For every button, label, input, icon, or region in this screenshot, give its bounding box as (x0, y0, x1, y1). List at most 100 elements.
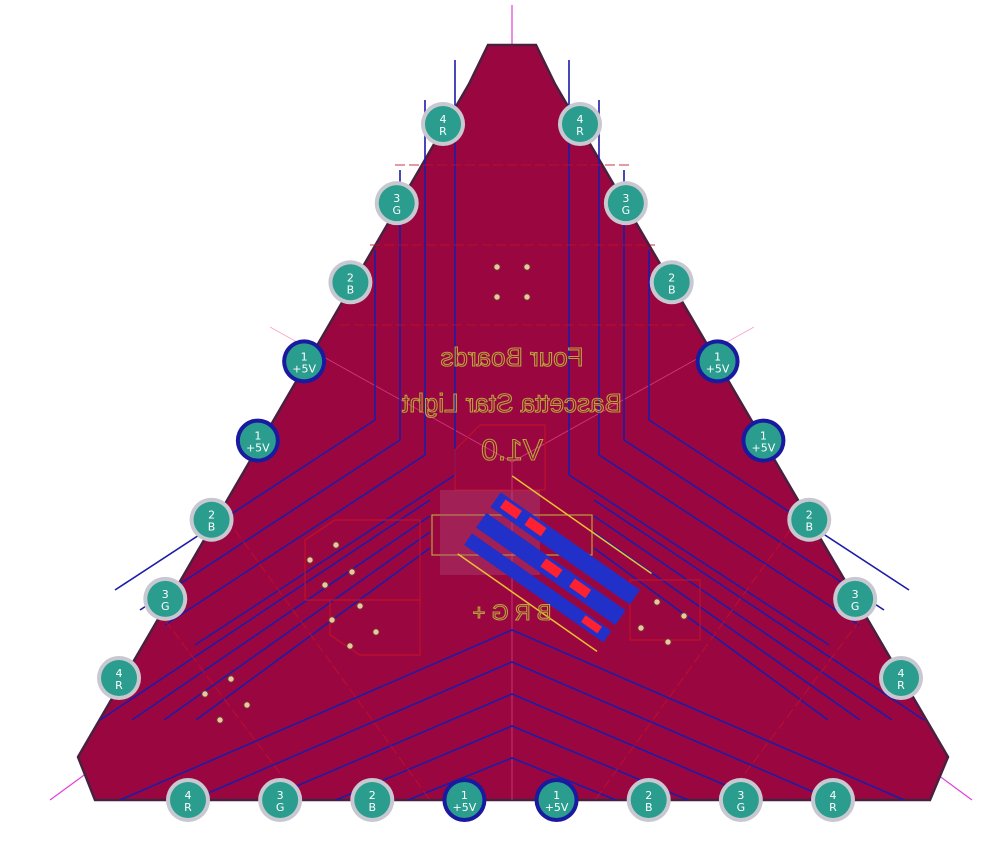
pad-core (193, 501, 230, 538)
edge-pad: 4R (879, 656, 923, 700)
pad-core (699, 343, 736, 380)
pad-number: 2 (806, 509, 813, 522)
edge-pad: 4R (166, 778, 210, 822)
pad-signal: +5V (752, 442, 776, 455)
edge-pads: 4R3G2B1+5V1+5V2B3G4R4R3G2B1+5V1+5V2B3G4R… (97, 102, 923, 822)
trace (623, 170, 885, 611)
pad-number: 2 (347, 271, 354, 284)
board-outline (76, 43, 950, 802)
pad-core (170, 782, 206, 818)
via-hole (243, 701, 251, 709)
via-hole (493, 263, 501, 271)
trace (131, 515, 431, 721)
pad-core (837, 580, 874, 617)
pad-number: 1 (714, 350, 721, 363)
pad-signal: R (897, 679, 905, 692)
footprint-left (304, 519, 421, 601)
pad-signal: B (806, 521, 814, 534)
pad-number: 1 (553, 789, 560, 802)
via-hole (321, 581, 329, 589)
pad-number: 1 (301, 350, 308, 363)
pad-number: 4 (440, 113, 447, 126)
pad-number: 3 (622, 192, 629, 205)
trace (263, 693, 761, 801)
trace (407, 757, 617, 801)
pad-signal: G (276, 801, 285, 814)
via-hole (356, 602, 364, 610)
center-component (431, 475, 652, 652)
pad-core (378, 185, 415, 222)
silk-line-3: V1.0 (481, 434, 543, 467)
edge-pad: 2B (189, 497, 234, 542)
via-hole (306, 556, 314, 564)
pad-signal: G (161, 600, 170, 613)
edge-pad: 1+5V (695, 339, 740, 384)
pad-signal: +5V (246, 442, 270, 455)
pad-core (262, 782, 299, 818)
via-hole (637, 624, 645, 632)
trace (163, 531, 431, 721)
via-hole (680, 612, 688, 620)
pad-number: 2 (668, 271, 675, 284)
pad-core (147, 580, 184, 617)
pad-number: 3 (277, 789, 284, 802)
pad-signal: +5V (545, 801, 569, 814)
via-hole (523, 293, 531, 301)
pad-core (425, 106, 461, 142)
edge-pad: 1+5V (442, 778, 487, 822)
pad-number: 1 (254, 430, 261, 443)
pad-signal: R (576, 125, 584, 138)
via-hole (328, 616, 336, 624)
via-hole (348, 568, 356, 576)
edge-pad: 2B (626, 778, 671, 822)
edge-pad: 4R (558, 102, 602, 146)
edge-pad: 1+5V (534, 778, 579, 822)
trace (195, 547, 431, 721)
pad-core (354, 782, 391, 818)
pad-number: 4 (577, 113, 584, 126)
pad-number: 2 (369, 789, 376, 802)
via-hole (346, 642, 354, 650)
pad-signal: G (392, 204, 401, 217)
edge-pad: 4R (811, 778, 855, 822)
pad-signal: B (645, 801, 653, 814)
pad-core (791, 501, 828, 538)
pad-number: 1 (760, 430, 767, 443)
pad-core (630, 782, 667, 818)
edge-pad: 1+5V (741, 418, 786, 463)
via-holes (201, 263, 688, 724)
pad-core (883, 660, 919, 696)
pad-signal: R (829, 801, 837, 814)
trace (164, 100, 426, 626)
via-hole (523, 263, 531, 271)
pad-signal: B (668, 283, 676, 296)
pad-signal: B (208, 521, 216, 534)
trace (191, 661, 833, 801)
pad-signal: G (622, 204, 631, 217)
trace (335, 725, 689, 801)
edge-pad: 2B (350, 778, 395, 822)
pad-core (607, 185, 644, 222)
edge-pad: 3G (603, 181, 648, 226)
via-hole (332, 541, 340, 549)
footprint-left-lower (329, 599, 421, 656)
trace (119, 629, 905, 801)
pad-number: 4 (898, 667, 905, 680)
edge-pad: 3G (143, 576, 188, 621)
silkscreen: Four Boards Bascetta Star Light V1.0 B R… (401, 341, 623, 625)
pad-signal: R (439, 125, 447, 138)
pad-signal: R (184, 801, 192, 814)
silk-pin-labels: B R G + (473, 600, 552, 625)
edge-pad: 2B (649, 260, 694, 305)
pad-core (745, 422, 782, 459)
via-hole (227, 675, 235, 683)
trace (593, 531, 861, 721)
pad-signal: G (851, 600, 860, 613)
red-construction-lines (164, 164, 861, 801)
pad-signal: +5V (292, 362, 316, 375)
pad-number: 4 (116, 667, 123, 680)
trace (593, 547, 829, 721)
edge-pad: 4R (97, 656, 141, 700)
footprint-top (454, 424, 546, 491)
pad-number: 4 (830, 789, 837, 802)
